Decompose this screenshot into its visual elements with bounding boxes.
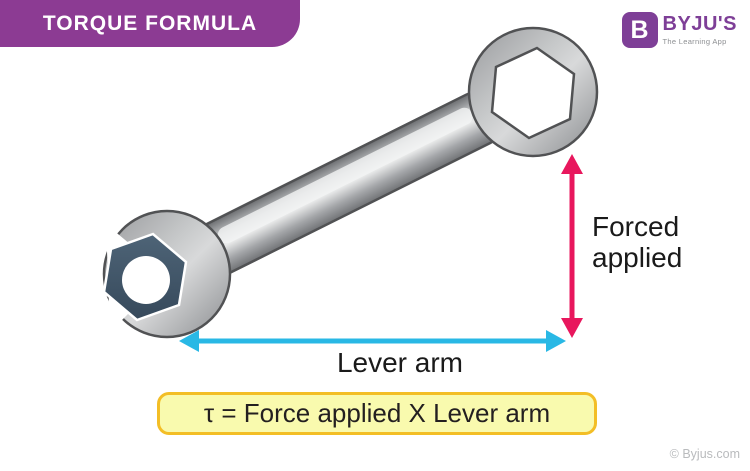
byjus-logo: B BYJU'S The Learning App [621, 12, 737, 48]
byjus-b-icon: B [621, 12, 658, 48]
torque-formula-text: τ = Force applied X Lever arm [203, 398, 551, 428]
lever-arm-arrow [179, 330, 566, 352]
force-applied-line1: Forced [592, 211, 680, 242]
formula-box: τ = Force applied X Lever arm [157, 392, 597, 435]
logo-text: BYJU'S The Learning App [663, 12, 737, 46]
wrench-illustration [102, 26, 599, 339]
wrench-ring-head [467, 26, 599, 158]
brand-tagline: The Learning App [662, 37, 727, 46]
lever-arm-label: Lever arm [336, 347, 464, 378]
force-arrow [561, 154, 583, 338]
copyright-text: © Byjus.com [669, 447, 740, 461]
wrench-shaft-highlight [217, 107, 473, 244]
page-title: TORQUE FORMULA [42, 11, 258, 35]
force-applied-line2: applied [592, 241, 683, 273]
nut-hole [122, 256, 170, 304]
brand-name: BYJU'S [662, 13, 737, 35]
force-applied-label: Forced applied [592, 211, 683, 274]
title-badge: TORQUE FORMULA [0, 0, 300, 47]
